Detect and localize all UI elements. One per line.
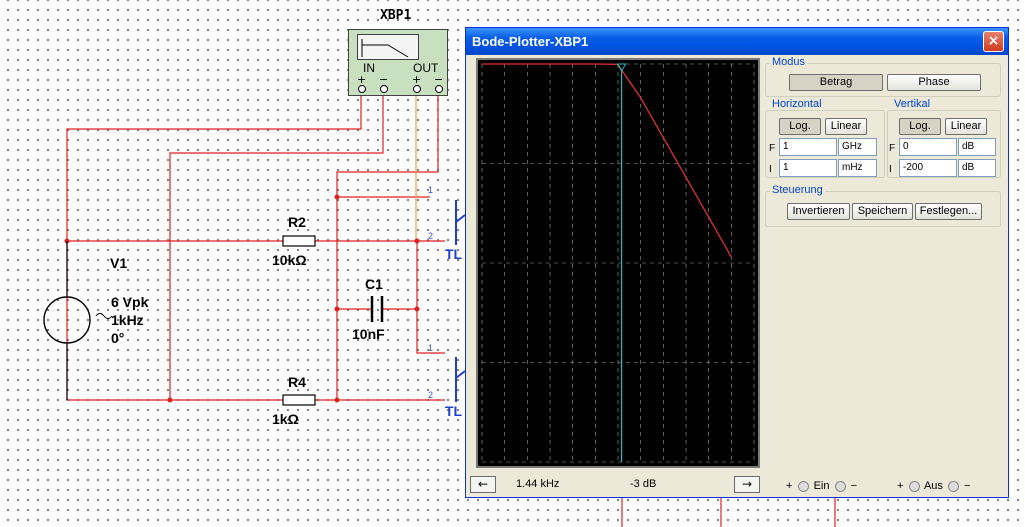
readout-frequency: 1.44 kHz	[516, 478, 560, 490]
horizontal-label: Horizontal	[770, 98, 824, 110]
r2-symbol	[282, 235, 316, 247]
right-arrow-icon: →	[741, 477, 753, 491]
r4-value: 1kΩ	[272, 411, 299, 427]
bode-display[interactable]	[476, 58, 760, 468]
c1-name: C1	[365, 276, 383, 292]
aus-label: Aus	[923, 480, 943, 492]
modus-group	[765, 63, 1001, 97]
ein-minus-terminal[interactable]	[834, 480, 846, 492]
invertieren-button[interactable]: Invertieren	[787, 203, 850, 220]
left-arrow-icon: ←	[477, 477, 489, 491]
horizontal-linear-button[interactable]: Linear	[825, 118, 867, 135]
plot-grid	[481, 63, 755, 463]
ein-plus-label: +	[786, 480, 793, 492]
tl-top-symbol	[455, 200, 466, 245]
voltage-source-symbol	[43, 241, 113, 400]
phase-button[interactable]: Phase	[887, 74, 981, 91]
tl-bottom-symbol	[455, 357, 466, 402]
instrument-screen-icon	[357, 34, 419, 60]
r4-name: R4	[288, 374, 306, 390]
horizontal-final-unit[interactable]: GHz	[838, 138, 877, 156]
aus-plus-label: +	[897, 480, 904, 492]
horizontal-log-button[interactable]: Log.	[779, 118, 821, 135]
aus-minus-terminal[interactable]	[947, 480, 959, 492]
tl-top-label: TL	[445, 246, 463, 262]
svg-text:−: −	[379, 74, 388, 86]
betrag-button[interactable]: Betrag	[789, 74, 883, 91]
title-bar[interactable]: Bode-Plotter-XBP1 ×	[466, 28, 1008, 55]
source-name: V1	[110, 255, 128, 271]
ein-minus-label: −	[850, 480, 858, 492]
pin-number: 2	[428, 390, 434, 400]
c1-value: 10nF	[352, 326, 385, 342]
vertikal-i-label: I	[889, 164, 892, 175]
vertikal-f-label: F	[889, 143, 896, 154]
close-button[interactable]: ×	[983, 31, 1004, 52]
instrument-out-label: OUT	[413, 61, 439, 75]
source-frequency: 1kHz	[111, 312, 144, 328]
aus-plus-terminal[interactable]	[908, 480, 920, 492]
festlegen-button[interactable]: Festlegen...	[915, 203, 982, 220]
vertikal-linear-button[interactable]: Linear	[945, 118, 987, 135]
ein-plus-terminal[interactable]	[797, 480, 809, 492]
speichern-button[interactable]: Speichern	[852, 203, 913, 220]
bode-plotter-window: Bode-Plotter-XBP1 × ← 1.44 kHz -3 dB → M…	[465, 27, 1009, 498]
pin-number: 1	[428, 343, 434, 353]
svg-text:+: +	[412, 74, 421, 86]
vertikal-log-button[interactable]: Log.	[899, 118, 941, 135]
horizontal-initial-unit[interactable]: mHz	[838, 159, 877, 177]
instrument-terminals: + − + −	[357, 74, 443, 93]
magnitude-trace	[482, 63, 732, 258]
cursor-right-button[interactable]: →	[734, 476, 760, 493]
source-amplitude: 6 Vpk	[111, 294, 149, 310]
horizontal-group	[765, 110, 885, 178]
source-phase: 0°	[111, 330, 125, 346]
readout-gain: -3 dB	[630, 478, 657, 490]
aus-terminals: + Aus −	[897, 480, 970, 492]
plot-marks	[482, 63, 732, 462]
vertikal-group	[887, 110, 1001, 178]
close-icon: ×	[987, 33, 1000, 49]
wire-node-mid	[416, 241, 445, 354]
vertikal-initial-unit[interactable]: dB	[958, 159, 996, 177]
c1-symbol	[370, 296, 384, 322]
cursor-marker-icon[interactable]	[616, 63, 627, 73]
instrument-in-label: IN	[363, 61, 375, 75]
window-title: Bode-Plotter-XBP1	[472, 34, 589, 49]
vertikal-final-value[interactable]: 0	[899, 138, 957, 156]
svg-text:−: −	[434, 74, 443, 86]
steuerung-label: Steuerung	[770, 184, 825, 196]
modus-label: Modus	[770, 56, 808, 68]
vertikal-initial-value[interactable]: -200	[899, 159, 957, 177]
wire-in-plus	[66, 92, 362, 401]
r2-name: R2	[288, 214, 306, 230]
horizontal-f-label: F	[769, 143, 776, 154]
bode-plotter-instrument[interactable]: IN OUT + − + −	[348, 29, 448, 96]
ein-terminals: + Ein −	[786, 480, 857, 492]
pin-number: 1	[428, 185, 434, 195]
pin-number: 2	[428, 231, 434, 241]
instrument-name: XBP1	[380, 8, 412, 23]
horizontal-i-label: I	[769, 164, 772, 175]
readout-bar: ← 1.44 kHz -3 dB →	[470, 476, 760, 495]
wire-out-minus	[336, 92, 439, 400]
horizontal-final-value[interactable]: 1	[779, 138, 837, 156]
r4-symbol	[282, 394, 316, 406]
steuerung-group	[765, 191, 1001, 227]
junctions	[64, 194, 420, 403]
horizontal-initial-value[interactable]: 1	[779, 159, 837, 177]
ein-label: Ein	[813, 480, 830, 492]
r2-value: 10kΩ	[272, 252, 307, 268]
vertikal-final-unit[interactable]: dB	[958, 138, 996, 156]
wire-in-minus	[169, 92, 384, 400]
vertikal-label: Vertikal	[892, 98, 933, 110]
cursor-left-button[interactable]: ←	[470, 476, 496, 493]
bode-plot[interactable]	[478, 60, 758, 466]
svg-text:+: +	[357, 74, 366, 86]
tl-bottom-label: TL	[445, 403, 463, 419]
aus-minus-label: −	[964, 480, 971, 492]
